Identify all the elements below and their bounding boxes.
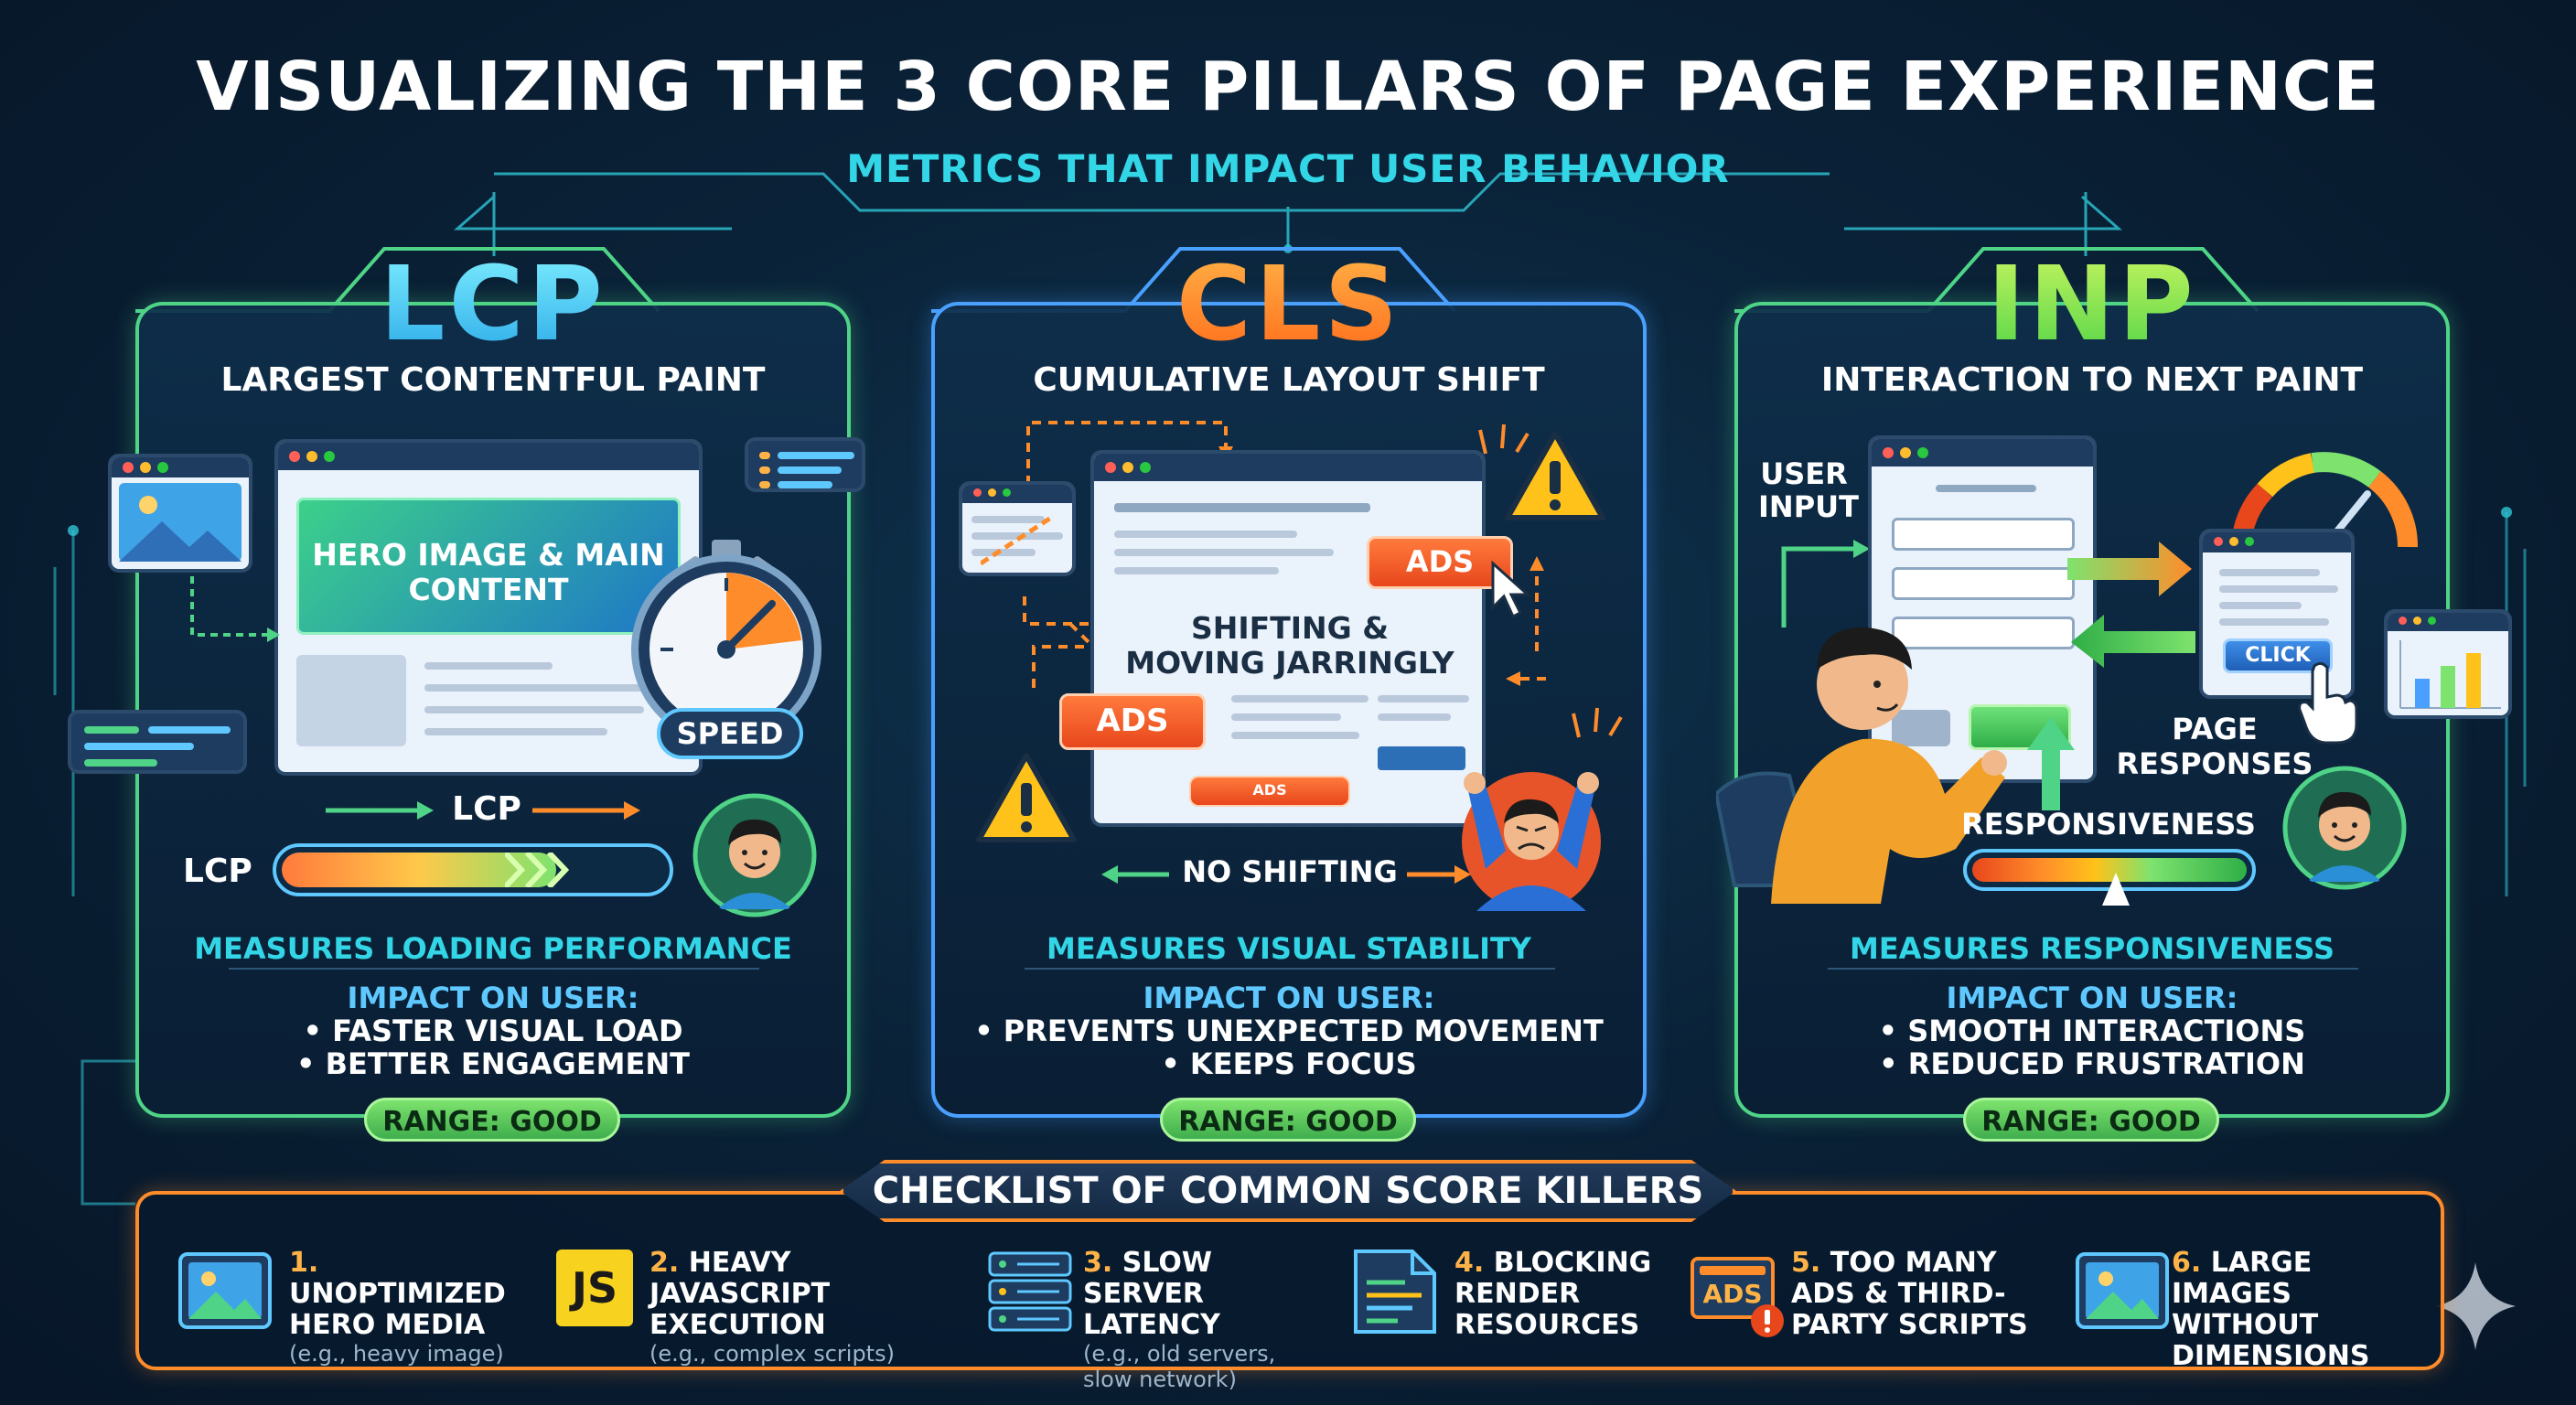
frustrated-user-avatar: [1462, 772, 1601, 911]
lcp-impact-heading: IMPACT ON USER:: [347, 981, 639, 1015]
cls-measures: MEASURES VISUAL STABILITY: [1046, 931, 1531, 966]
server-icon: [988, 1251, 1072, 1332]
checklist-item: 3. SLOW SERVER LATENCY (e.g., old server…: [1083, 1247, 1276, 1393]
page-subtitle: METRICS THAT IMPACT USER BEHAVIOR: [846, 146, 1730, 191]
responsiveness-label: RESPONSIVENESS: [1961, 807, 2256, 842]
inp-impact-item: • SMOOTH INTERACTIONS: [1878, 1014, 2306, 1048]
lcp-flow-arrows: [326, 801, 640, 820]
inp-form-window: [1868, 435, 2097, 783]
checklist-item: 2. HEAVY JAVASCRIPT EXECUTION (e.g., com…: [649, 1247, 895, 1367]
cls-range-badge: RANGE: GOOD: [1160, 1098, 1416, 1142]
cls-impact-heading: IMPACT ON USER:: [1143, 981, 1435, 1015]
lcp-range-badge: RANGE: GOOD: [364, 1098, 620, 1142]
speed-badge: SPEED: [657, 708, 803, 759]
js-icon: JS: [556, 1249, 633, 1326]
image-icon: [2076, 1252, 2169, 1329]
list-card: [745, 437, 865, 492]
lcp-progress-bar: [273, 843, 673, 896]
alert-lines-icon: [1478, 424, 1530, 455]
checklist-title: CHECKLIST OF COMMON SCORE KILLERS: [840, 1160, 1736, 1222]
pointer-hand-icon: [2298, 661, 2358, 745]
cls-small-card: [959, 481, 1076, 576]
stopwatch-icon: [631, 540, 821, 745]
ads-banner-left: ADS: [1059, 693, 1206, 750]
ads-banner-small: ADS: [1189, 776, 1350, 807]
cursor-icon: [1491, 560, 1531, 619]
inp-impact-heading: IMPACT ON USER:: [1946, 981, 2238, 1015]
hero-image-block: [296, 498, 681, 635]
ads-banner-top: ADS: [1367, 536, 1513, 589]
inp-range-badge: RANGE: GOOD: [1963, 1098, 2219, 1142]
checklist-item: 4. BLOCKING RENDER RESOURCES: [1454, 1247, 1652, 1341]
alert-lines-icon: [1572, 707, 1623, 738]
lcp-impact-item: • FASTER VISUAL LOAD: [303, 1014, 683, 1048]
checklist-item: 5. TOO MANY ADS & THIRD-PARTY SCRIPTS: [1791, 1247, 2028, 1341]
inp-impact-item: • REDUCED FRUSTRATION: [1879, 1046, 2305, 1081]
lcp-measures: MEASURES LOADING PERFORMANCE: [194, 931, 792, 966]
input-arrow-icon: [1781, 540, 1870, 627]
no-shift-arrows: [1101, 865, 1471, 884]
cls-acronym: CLS: [931, 245, 1647, 364]
hero-image-text: HERO IMAGE & MAIN CONTENT: [312, 537, 665, 607]
cls-impact-item: • KEEPS FOCUS: [1161, 1046, 1417, 1081]
warning-icon: [976, 753, 1077, 842]
inp-measures: MEASURES RESPONSIVENESS: [1849, 931, 2335, 966]
lcp-acronym: LCP: [135, 245, 851, 364]
up-arrow-icon: [2027, 717, 2075, 810]
happy-user-avatar: [2282, 766, 2407, 890]
page-title: VISUALIZING THE 3 CORE PILLARS OF PAGE E…: [196, 48, 2380, 126]
bar-chart-icon: [2399, 640, 2501, 709]
sparkle-icon: [2435, 1262, 2516, 1350]
chart-card: [2384, 609, 2512, 719]
inp-full-name: INTERACTION TO NEXT PAINT: [1820, 361, 2364, 399]
warning-icon: [1505, 431, 1605, 520]
cls-center-text: SHIFTING & MOVING JARRINGLY: [1125, 610, 1454, 681]
inp-acronym: INP: [1734, 245, 2450, 364]
lcp-full-name: LARGEST CONTENTFUL PAINT: [220, 361, 766, 399]
image-icon: [178, 1252, 272, 1329]
floating-image-card: [108, 454, 252, 573]
response-arrows: [2067, 542, 2195, 668]
no-shift-label: NO SHIFTING: [1182, 854, 1398, 889]
responsiveness-meter: [1963, 849, 2256, 891]
checklist-item: 1. UNOPTIMIZED HERO MEDIA (e.g., heavy i…: [289, 1247, 506, 1367]
checklist-item: 6. LARGE IMAGES WITHOUT DIMENSIONS: [2172, 1247, 2370, 1372]
image-icon: [119, 483, 242, 562]
cls-browser-window: [1090, 450, 1486, 827]
cls-impact-item: • PREVENTS UNEXPECTED MOVEMENT: [974, 1014, 1604, 1048]
thumbnail-block: [296, 655, 406, 746]
user-at-computer: [1716, 627, 2007, 904]
cls-full-name: CUMULATIVE LAYOUT SHIFT: [1033, 361, 1545, 399]
code-card: [68, 710, 247, 774]
code-file-icon: [1354, 1249, 1436, 1334]
meter-pointer-icon: [2102, 873, 2130, 906]
happy-user-avatar: [692, 793, 817, 917]
load-arrow-icon: [190, 576, 280, 642]
lcp-impact-item: • BETTER ENGAGEMENT: [296, 1046, 690, 1081]
lcp-flow-label: LCP: [452, 790, 521, 828]
lcp-bar-label: LCP: [183, 853, 252, 890]
user-input-label: USER INPUT: [1758, 456, 1859, 524]
alert-icon: [1751, 1304, 1784, 1337]
page-responses-label: PAGE RESPONSES: [2116, 712, 2313, 781]
